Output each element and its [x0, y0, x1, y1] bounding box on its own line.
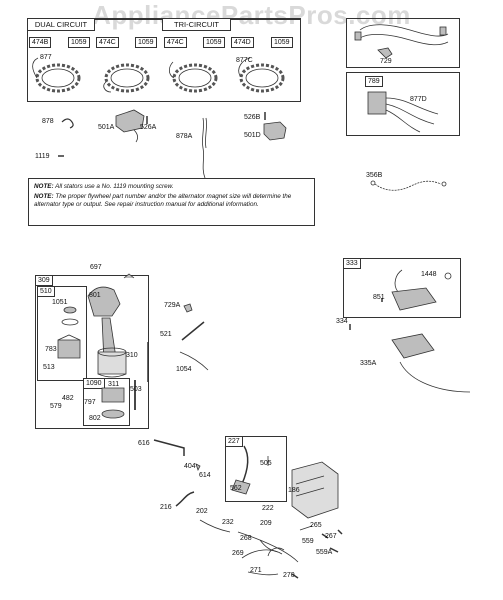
part-label-797: 797 — [84, 399, 96, 406]
note-1: NOTE: All stators use a No. 1119 mountin… — [34, 183, 304, 191]
stator-count-2: 1059 — [135, 37, 157, 48]
note-1-text: All stators use a No. 1119 mounting scre… — [55, 183, 174, 190]
stator-header-1: DUAL CIRCUIT — [27, 18, 95, 31]
part-label-501A: 501A — [98, 124, 115, 131]
note-box — [28, 178, 315, 226]
stator-count-3: 1059 — [203, 37, 225, 48]
part-label-878A: 878A — [176, 133, 193, 140]
part-label-271: 271 — [250, 567, 262, 574]
part-label-851: 851 — [373, 294, 385, 301]
part-label-1448: 1448 — [421, 271, 437, 278]
part-label-697: 697 — [90, 264, 102, 271]
part-label-802: 802 — [89, 415, 101, 422]
stator-ring-4 — [238, 57, 285, 93]
part-label-1051: 1051 — [52, 299, 68, 306]
part-label-503: 503 — [130, 386, 142, 393]
note-1-label: NOTE: — [34, 183, 54, 190]
note-2: NOTE: The proper flywheel part number an… — [34, 193, 306, 208]
stator-header-4 — [230, 18, 300, 20]
stator-header-3: TRI-CIRCUIT — [162, 18, 231, 31]
part-label-265: 265 — [310, 522, 322, 529]
part-label-616: 616 — [138, 440, 150, 447]
part-label-222: 222 — [262, 505, 274, 512]
starter-tag-309: 309 — [35, 275, 53, 286]
wire-harness-panel — [346, 18, 460, 68]
part-label-311: 311 — [108, 381, 120, 388]
part-label-186: 186 — [288, 487, 300, 494]
part-label-232: 232 — [222, 519, 234, 526]
part-label-501D: 501D — [244, 132, 261, 139]
part-label-267: 267 — [325, 533, 337, 540]
kit-789-tag: 789 — [365, 76, 383, 87]
stator-ring-1 — [32, 57, 81, 93]
stator-tag-4: 474D — [231, 37, 254, 48]
governor-panel — [225, 436, 287, 502]
stator-count-1: 1059 — [68, 37, 90, 48]
part-label-559A: 559A — [316, 549, 333, 556]
part-label-562: 562 — [230, 485, 242, 492]
part-label-878: 878 — [42, 118, 54, 125]
governor-tag-227: 227 — [225, 436, 243, 447]
part-label-801: 801 — [89, 292, 101, 299]
stator-count-4: 1059 — [271, 37, 293, 48]
stator-ring-3 — [168, 61, 218, 93]
part-label-482: 482 — [62, 395, 74, 402]
part-label-404: 404 — [184, 463, 196, 470]
part-label-202: 202 — [196, 508, 208, 515]
drive-kit-panel — [37, 286, 87, 381]
part-label-513: 513 — [43, 364, 55, 371]
part-label-526A: 526A — [140, 124, 157, 131]
part-label-356B: 356B — [366, 172, 383, 179]
brush-kit-tag-1090: 1090 — [83, 378, 105, 389]
note-2-text: The proper flywheel part number and/or t… — [34, 193, 292, 208]
part-label-1119: 1119 — [35, 153, 50, 160]
part-label-877: 877 — [40, 54, 52, 61]
part-label-559: 559 — [302, 538, 314, 545]
part-label-526B: 526B — [244, 114, 261, 121]
watermark-text: AppliancePartsPros.com — [92, 0, 411, 30]
ignition-tag-333: 333 — [343, 258, 361, 269]
part-label-269: 269 — [232, 550, 244, 557]
part-label-334: 334 — [336, 318, 348, 325]
brush-kit-panel — [83, 378, 130, 426]
part-label-209: 209 — [260, 520, 272, 527]
part-label-783: 783 — [45, 346, 57, 353]
part-label-521: 521 — [160, 331, 172, 338]
part-label-729: 729 — [380, 58, 392, 65]
drive-kit-tag-510: 510 — [37, 286, 55, 297]
stator-tag-3: 474C — [164, 37, 187, 48]
part-label-579: 579 — [50, 403, 62, 410]
part-label-1054: 1054 — [176, 366, 192, 373]
stator-tag-2: 474C — [96, 37, 119, 48]
rectifier-panel — [346, 72, 460, 136]
note-2-label: NOTE: — [34, 193, 54, 200]
part-label-505: 505 — [260, 460, 272, 467]
part-label-270: 270 — [283, 572, 295, 579]
part-label-614: 614 — [199, 472, 211, 479]
part-label-729A: 729A — [164, 302, 181, 309]
part-label-216: 216 — [160, 504, 172, 511]
stator-tag-1: 474B — [29, 37, 52, 48]
part-label-335A: 335A — [360, 360, 377, 367]
part-label-268: 268 — [240, 535, 252, 542]
part-label-310: 310 — [126, 352, 138, 359]
part-label-877C: 877C — [236, 57, 253, 64]
part-label-877D: 877D — [410, 96, 427, 103]
ignition-panel — [343, 258, 461, 318]
stator-ring-2 — [103, 63, 150, 93]
